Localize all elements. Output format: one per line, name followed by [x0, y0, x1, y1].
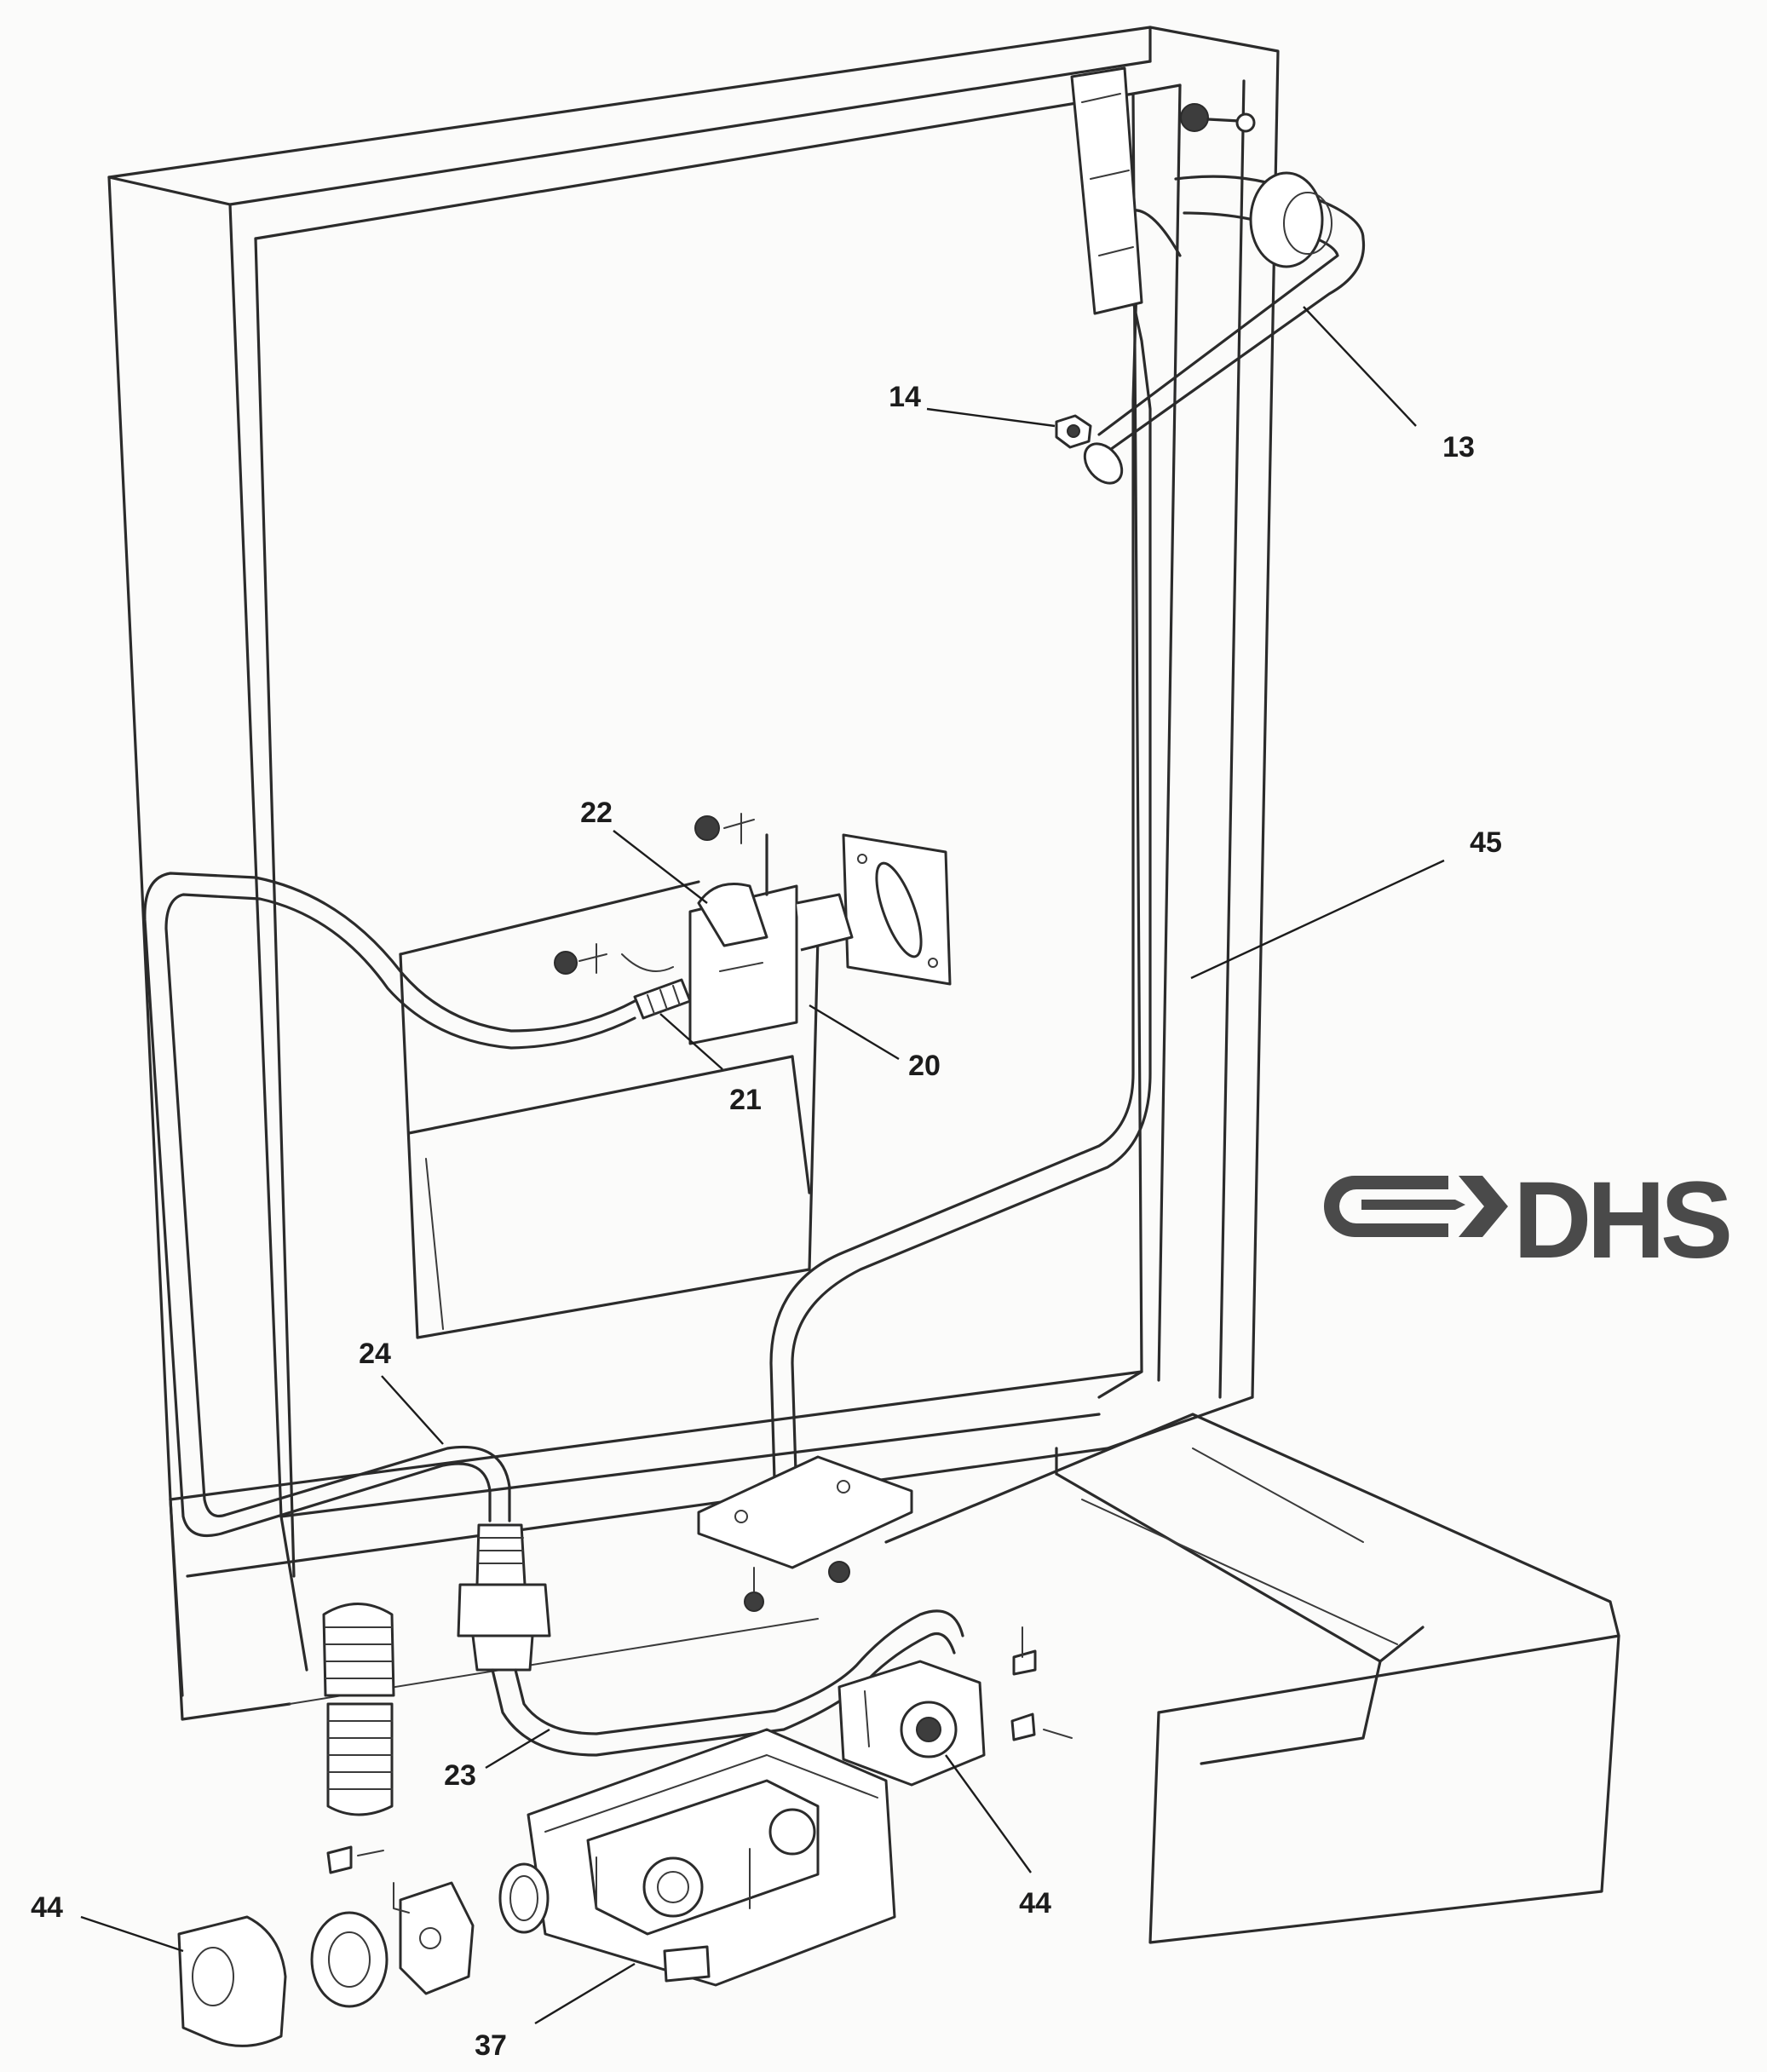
base-tray [884, 1413, 1620, 1944]
callout-23: 23 [444, 1759, 476, 1792]
callout-45: 45 [1470, 826, 1502, 859]
callout-14: 14 [889, 381, 921, 413]
connector-44-left [177, 1845, 475, 2047]
threaded-vent-pipe [322, 1603, 395, 1816]
connector-44-right [837, 1626, 1073, 1787]
callout-24: 24 [359, 1338, 391, 1370]
callout-44-left: 44 [31, 1891, 63, 1924]
gas-valve-37 [498, 1728, 896, 1987]
callout-labels: 14 13 45 22 21 20 24 23 37 44 44 [31, 381, 1502, 2062]
pilot-assembly [554, 813, 952, 1045]
firebox-opening [399, 880, 820, 1339]
burner-bracket [697, 1455, 913, 1612]
callout-44-right: 44 [1019, 1887, 1051, 1919]
callout-22: 22 [580, 797, 613, 829]
pipe-13 [1070, 66, 1366, 485]
leader-lines [80, 306, 1445, 2025]
callout-20: 20 [908, 1050, 941, 1082]
dhs-logo-text: DHS [1513, 1160, 1730, 1281]
nut-14 [1055, 414, 1092, 449]
dhs-logo: DHS [1324, 1160, 1735, 1281]
dhs-logo-mark [1324, 1176, 1448, 1237]
pilot-tube [143, 872, 964, 1757]
gas-pipe-45 [769, 209, 1182, 1510]
callout-13: 13 [1442, 431, 1475, 463]
callout-21: 21 [729, 1084, 762, 1116]
callout-37: 37 [475, 2029, 507, 2062]
